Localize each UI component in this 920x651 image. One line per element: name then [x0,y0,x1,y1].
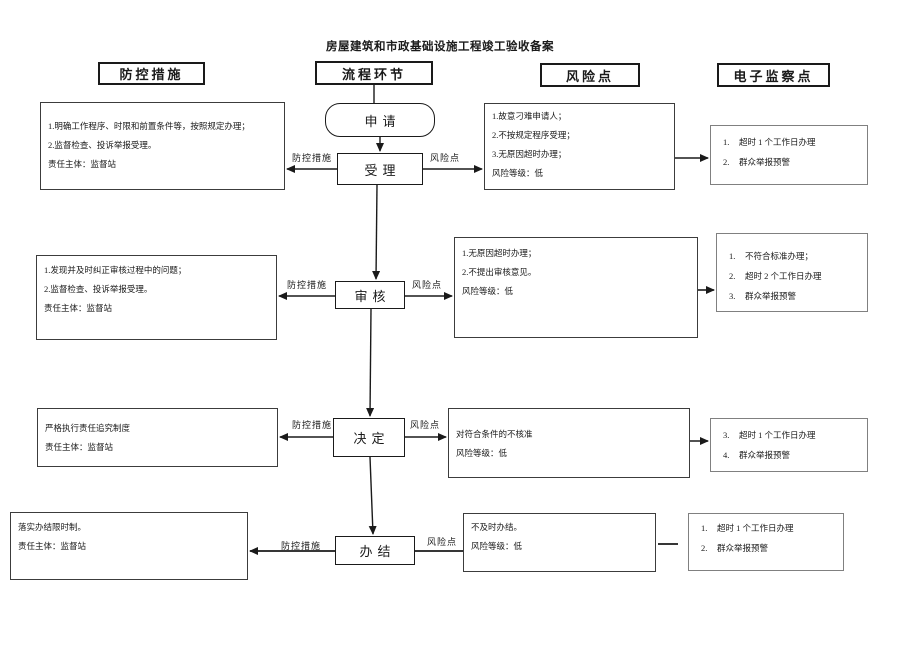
measure-line: 2.监督检查、投诉举报受理。 [44,284,153,294]
item-number: 1. [729,251,736,261]
item-number: 2. [701,543,708,553]
flow-node-accept: 受理 [337,153,423,185]
monitor-item: 2. 群众举报预警 [711,152,867,172]
risk-line: 风险等级：低 [492,168,544,178]
measure-line: 责任主体：监督站 [48,159,117,169]
monitor-item: 1. 超时 1 个工作日办理 [689,518,843,538]
risk-line: 2.不提出审核意见。 [462,267,537,277]
item-number: 2. [723,157,730,167]
monitor-points-box-accept: 1. 超时 1 个工作日办理 2. 群众举报预警 [710,125,868,185]
measure-line: 落实办结限时制。 [18,522,87,532]
item-number: 2. [729,271,736,281]
page-title: 房屋建筑和市政基础设施工程竣工验收备案 [326,41,554,53]
risk-line: 3.无原因超时办理； [492,149,567,159]
item-number: 3. [723,430,730,440]
risk-line: 不及时办结。 [471,522,523,532]
risk-line: 1.故意刁难申请人； [492,111,567,121]
item-text: 不符合标准办理； [745,251,814,261]
monitor-item: 2. 超时 2 个工作日办理 [717,266,867,286]
measure-line: 责任主体：监督站 [18,541,87,551]
flow-node-decide: 决定 [333,418,405,457]
risk-points-box-accept: 1.故意刁难申请人； 2.不按规定程序受理； 3.无原因超时办理； 风险等级：低 [484,103,675,190]
arrow-label-risk: 风险点 [430,153,461,163]
arrow-label-control: 防控措施 [292,153,333,163]
measure-line: 严格执行责任追究制度 [45,423,131,433]
arrow-label-risk: 风险点 [412,280,443,290]
header-control-measures: 防控措施 [98,62,205,85]
monitor-item: 3. 超时 1 个工作日办理 [711,425,867,445]
measure-line: 责任主体：监督站 [45,442,114,452]
monitor-points-box-review: 1. 不符合标准办理； 2. 超时 2 个工作日办理 3. 群众举报预警 [716,233,868,312]
item-text: 群众举报预警 [745,291,797,301]
header-e-monitor-points: 电子监察点 [717,63,830,87]
monitor-points-box-close: 1. 超时 1 个工作日办理 2. 群众举报预警 [688,513,844,571]
arrow-label-control: 防控措施 [292,420,333,430]
measure-line: 1.明确工作程序、时限和前置条件等，按照规定办理； [48,121,250,131]
item-number: 4. [723,450,730,460]
item-text: 群众举报预警 [739,450,791,460]
risk-line: 2.不按规定程序受理； [492,130,575,140]
measure-line: 1.发现并及时纠正审核过程中的问题； [44,265,187,275]
item-text: 群众举报预警 [717,543,769,553]
risk-line: 1.无原因超时办理； [462,248,537,258]
risk-points-box-review: 1.无原因超时办理； 2.不提出审核意见。 风险等级：低 [454,237,698,338]
item-number: 1. [701,523,708,533]
item-text: 群众举报预警 [739,157,791,167]
monitor-item: 1. 不符合标准办理； [717,246,867,266]
risk-points-box-close: 不及时办结。 风险等级：低 [463,513,656,572]
measure-line: 2.监督检查、投诉举报受理。 [48,140,157,150]
flow-node-close: 办结 [335,536,415,565]
monitor-item: 2. 群众举报预警 [689,538,843,558]
item-number: 3. [729,291,736,301]
monitor-item: 1. 超时 1 个工作日办理 [711,132,867,152]
risk-line: 风险等级：低 [471,541,523,551]
header-process-steps: 流程环节 [315,61,433,85]
measure-line: 责任主体：监督站 [44,303,113,313]
control-measures-box-decide: 严格执行责任追究制度 责任主体：监督站 [37,408,278,467]
arrow-label-control: 防控措施 [287,280,328,290]
control-measures-box-close: 落实办结限时制。 责任主体：监督站 [10,512,248,580]
control-measures-box-accept: 1.明确工作程序、时限和前置条件等，按照规定办理； 2.监督检查、投诉举报受理。… [40,102,285,190]
control-measures-box-review: 1.发现并及时纠正审核过程中的问题； 2.监督检查、投诉举报受理。 责任主体：监… [36,255,277,340]
item-text: 超时 2 个工作日办理 [745,271,822,281]
monitor-item: 3. 群众举报预警 [717,286,867,306]
risk-line: 对符合条件的不核准 [456,429,533,439]
monitor-item: 4. 群众举报预警 [711,445,867,465]
risk-line: 风险等级：低 [462,286,514,296]
arrow-label-risk: 风险点 [427,537,458,547]
flow-node-review: 审核 [335,281,405,309]
arrow-label-control: 防控措施 [281,541,322,551]
flow-node-apply: 申请 [325,103,435,137]
item-text: 超时 1 个工作日办理 [717,523,794,533]
risk-points-box-decide: 对符合条件的不核准 风险等级：低 [448,408,690,478]
item-number: 1. [723,137,730,147]
header-risk-points: 风险点 [540,63,640,87]
monitor-points-box-decide: 3. 超时 1 个工作日办理 4. 群众举报预警 [710,418,868,472]
risk-line: 风险等级：低 [456,448,508,458]
item-text: 超时 1 个工作日办理 [739,430,816,440]
item-text: 超时 1 个工作日办理 [739,137,816,147]
arrow-label-risk: 风险点 [410,420,441,430]
